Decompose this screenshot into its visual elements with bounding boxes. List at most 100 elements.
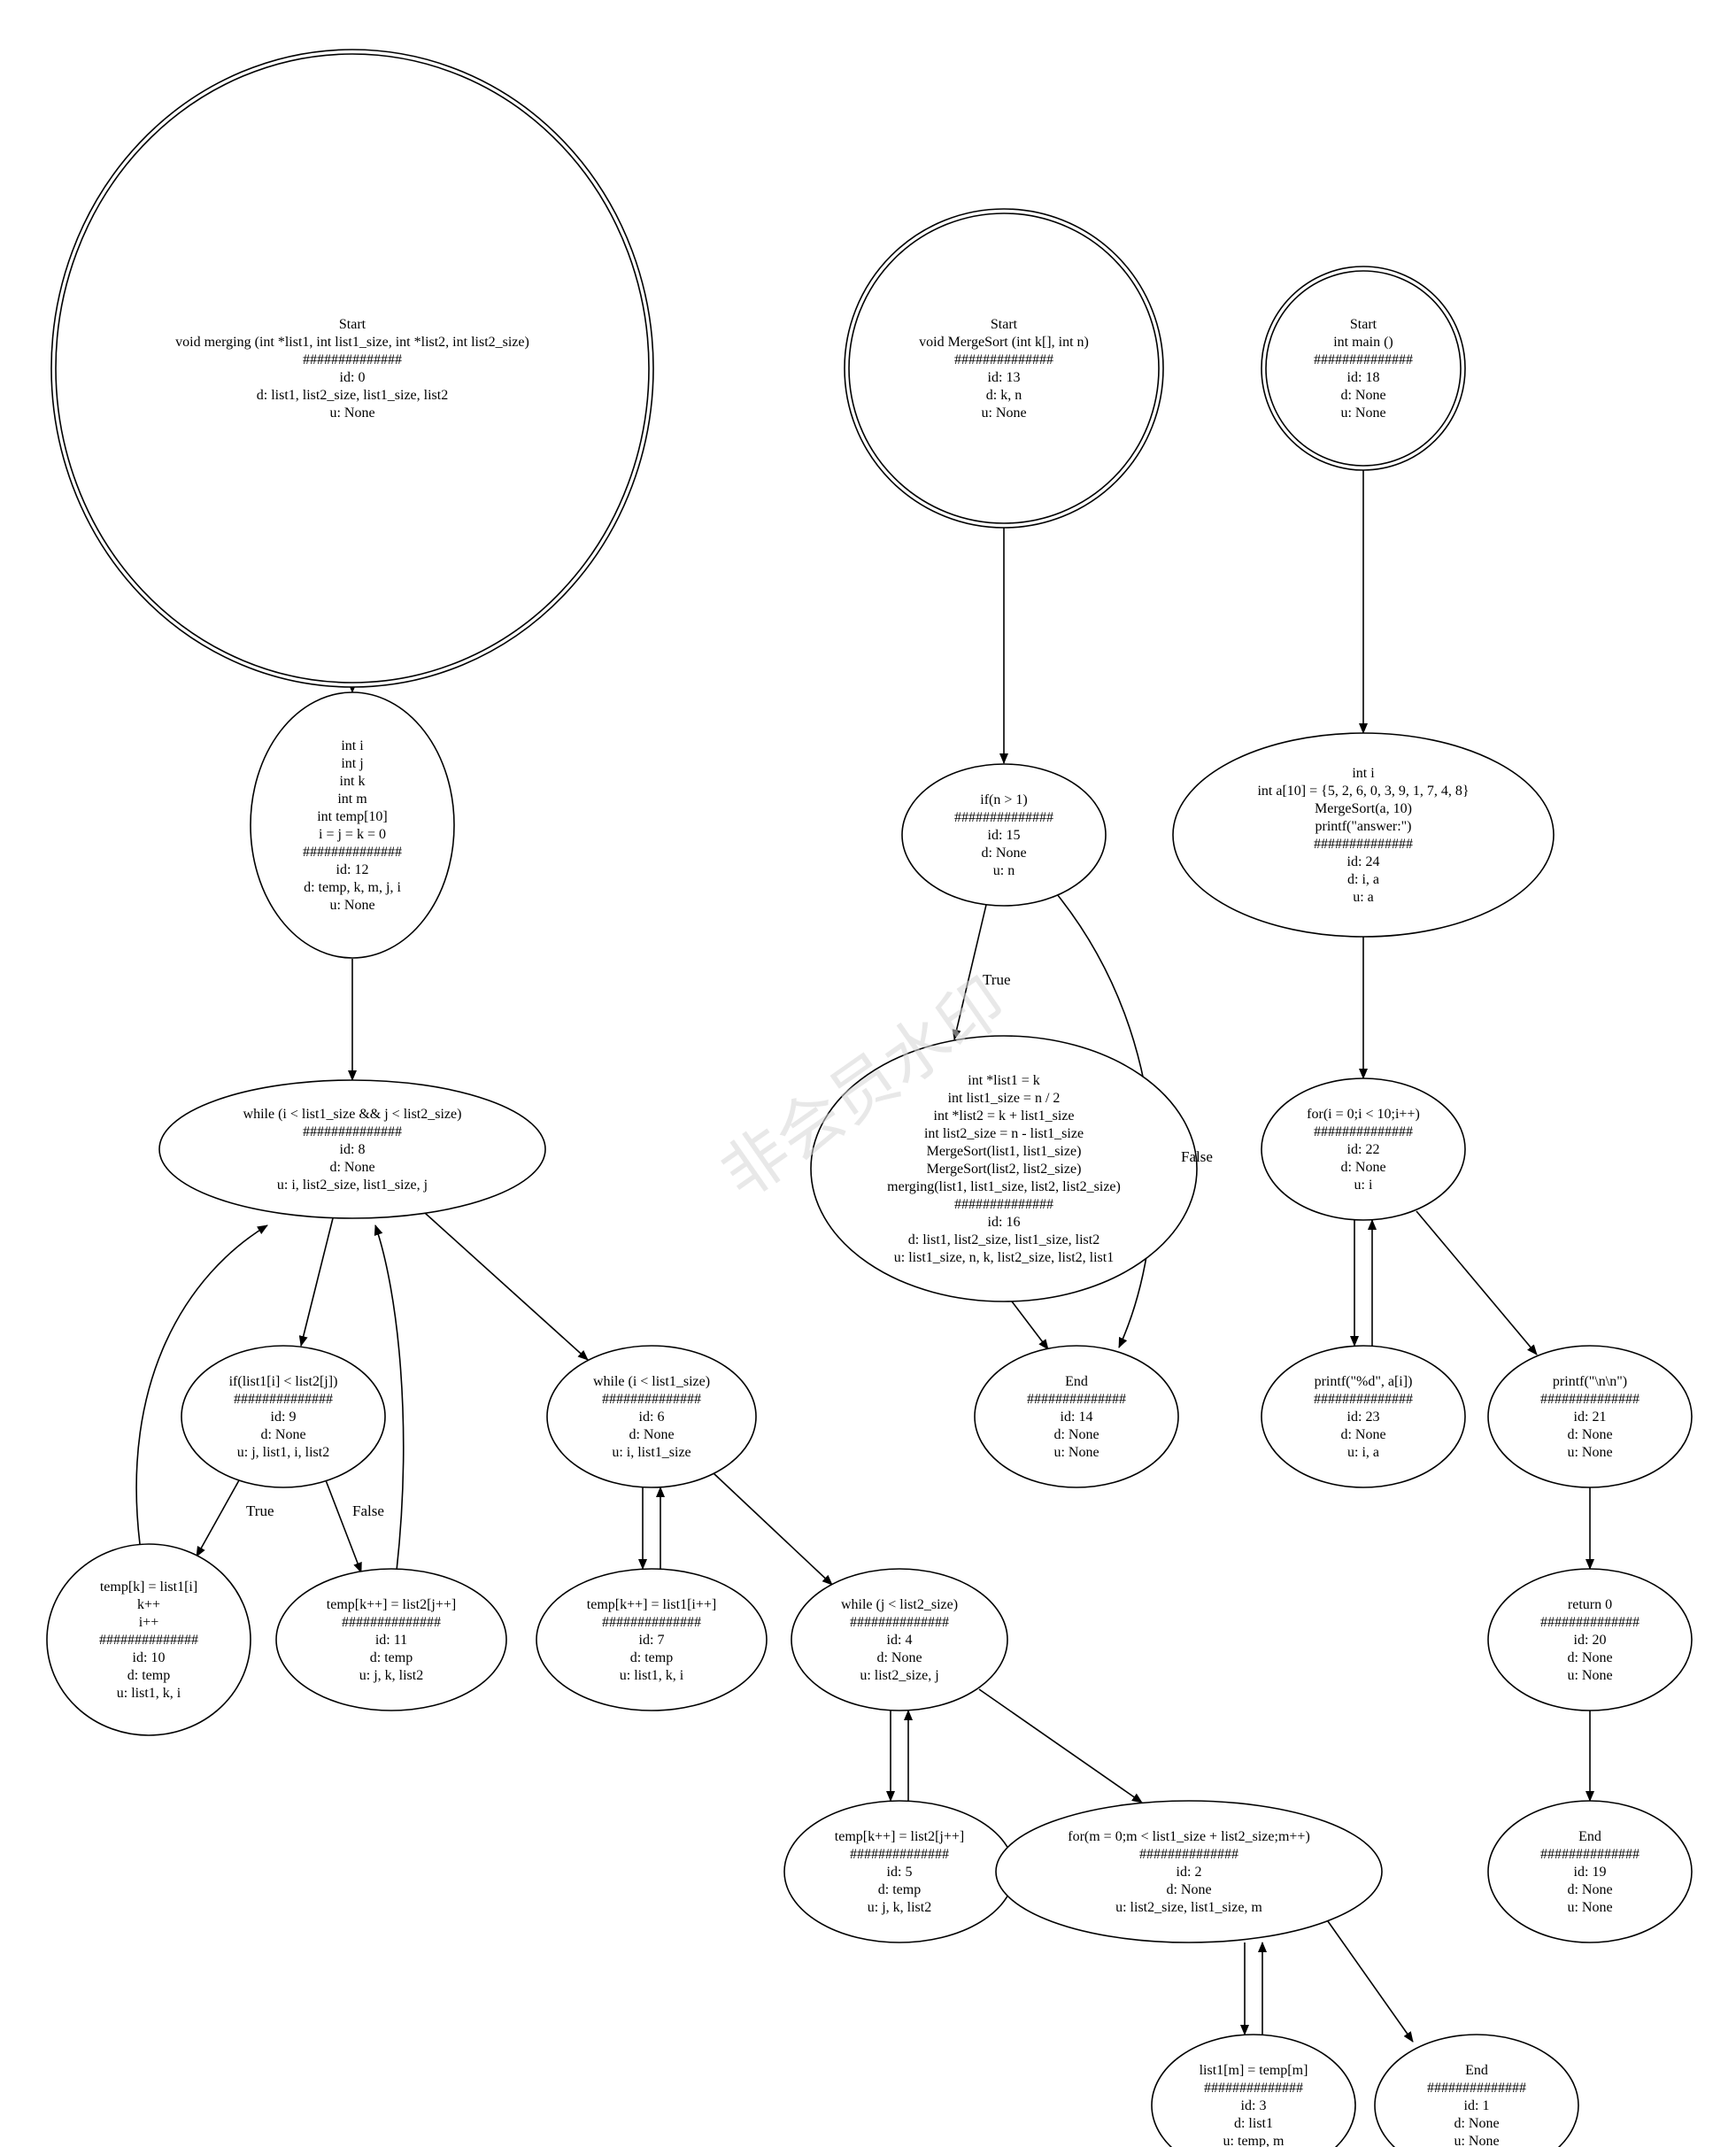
node-text-line: printf("answer:")	[1315, 819, 1411, 834]
node-text-line: d: None	[981, 846, 1026, 861]
node-text-line: u: None	[1340, 405, 1385, 421]
node-text-line: int k	[340, 774, 366, 789]
node-text-line: int list2_size = n - list1_size	[924, 1126, 1084, 1141]
node-text-line: ##############	[1540, 1615, 1640, 1630]
node-text-line: u: None	[981, 405, 1026, 421]
node-text-line: id: 18	[1347, 370, 1380, 385]
node-text-line: int main ()	[1333, 335, 1393, 350]
node-text-line: u: j, k, list2	[868, 1900, 931, 1915]
node-text-line: d: temp	[370, 1650, 413, 1665]
node-text-line: End	[1465, 2063, 1488, 2078]
node-text-line: i = j = k = 0	[319, 827, 386, 842]
node-text-line: id: 12	[336, 862, 369, 877]
edge-2-to-1	[1327, 1920, 1414, 2043]
node-text-line: temp[k++] = list2[j++]	[327, 1597, 456, 1612]
node-text-line: d: None	[1454, 2116, 1499, 2131]
node-inner-border	[55, 53, 650, 683]
node-text-line: Start	[991, 317, 1018, 332]
edge-8-to-9	[298, 1217, 334, 1347]
edge-11-to-8	[374, 1224, 405, 1572]
node-text-line: u: None	[1567, 1445, 1612, 1460]
node-text-line: ##############	[1139, 1847, 1238, 1862]
node-text-line: u: n	[993, 863, 1015, 878]
node-text-line: i++	[139, 1615, 159, 1630]
node-text-line: id: 19	[1574, 1865, 1607, 1880]
node-border	[1374, 2034, 1579, 2147]
node-text-line: while (i < list1_size && j < list2_size)	[243, 1107, 462, 1122]
node-text-line: u: None	[1567, 1900, 1612, 1915]
node-text-line: merging(list1, list1_size, list2, list2_…	[887, 1179, 1121, 1194]
node-text-line: printf("\n\n")	[1553, 1374, 1627, 1389]
node-text-line: d: None	[260, 1427, 305, 1442]
node-text-line: id: 4	[887, 1633, 913, 1648]
edge-10-to-8	[135, 1224, 268, 1545]
node-5: temp[k++] = list2[j++]##############id: …	[783, 1800, 1015, 1943]
node-text-line: printf("%d", a[i])	[1315, 1374, 1413, 1389]
node-text-line: d: None	[329, 1160, 374, 1175]
node-9: if(list1[i] < list2[j])##############id:…	[181, 1345, 386, 1488]
node-border	[250, 691, 455, 959]
node-text-line: ##############	[954, 1197, 1053, 1212]
node-text-line: temp[k++] = list1[i++]	[587, 1597, 716, 1612]
node-inner-border	[848, 212, 1160, 524]
node-border	[1172, 732, 1555, 938]
node-text-line: ##############	[1427, 2081, 1526, 2096]
node-text-line: u: list1, k, i	[620, 1668, 684, 1683]
node-21: printf("\n\n")##############id: 21d: Non…	[1487, 1345, 1693, 1488]
node-text-line: id: 0	[340, 370, 366, 385]
node-text-line: u: i, list1_size	[612, 1445, 691, 1460]
node-text-line: id: 1	[1464, 2098, 1490, 2113]
node-text-line: Start	[1350, 317, 1377, 332]
edge-label-false: False	[1181, 1148, 1213, 1165]
node-text-line: id: 8	[340, 1142, 366, 1157]
node-text-line: id: 22	[1347, 1142, 1380, 1157]
node-text-line: k++	[137, 1597, 160, 1612]
node-text-line: id: 13	[988, 370, 1021, 385]
node-text-line: u: None	[329, 405, 374, 421]
node-text-line: d: None	[1053, 1427, 1099, 1442]
node-border	[810, 1035, 1198, 1302]
node-text-line: list1[m] = temp[m]	[1200, 2063, 1308, 2078]
node-8: while (i < list1_size && j < list2_size)…	[158, 1079, 546, 1219]
node-text-line: u: temp, m	[1223, 2134, 1285, 2147]
node-text-line: ##############	[954, 352, 1053, 367]
node-text-line: d: None	[1340, 1160, 1385, 1175]
node-text-line: temp[k] = list1[i]	[100, 1579, 197, 1595]
edge-9-to-10	[196, 1479, 240, 1557]
node-23: printf("%d", a[i])##############id: 23d:…	[1261, 1345, 1466, 1488]
node-text-line: d: None	[876, 1650, 922, 1665]
edge-6-to-4	[713, 1472, 833, 1586]
node-text-line: d: temp	[630, 1650, 673, 1665]
node-text-line: ##############	[954, 810, 1053, 825]
node-text-line: int i	[1352, 766, 1375, 781]
node-text-line: id: 9	[271, 1409, 297, 1425]
node-text-line: id: 2	[1177, 1865, 1202, 1880]
node-text-line: int m	[337, 792, 367, 807]
node-text-line: while (i < list1_size)	[593, 1374, 710, 1389]
node-text-line: MergeSort(list2, list2_size)	[927, 1162, 1082, 1177]
node-border	[1487, 1345, 1693, 1488]
node-text-line: d: None	[629, 1427, 674, 1442]
node-border	[158, 1079, 546, 1219]
node-text-line: int *list2 = k + list1_size	[934, 1108, 1075, 1124]
node-text-line: d: list1, list2_size, list1_size, list2	[908, 1232, 1099, 1247]
node-text-line: id: 20	[1574, 1633, 1607, 1648]
node-1: End ############## id: 1 d: None u: None	[1374, 2034, 1579, 2147]
node-text-line: u: i	[1354, 1178, 1373, 1193]
node-border	[1487, 1568, 1693, 1711]
node-text-line: ##############	[303, 1124, 402, 1139]
edge-label-true: True	[246, 1502, 274, 1519]
node-text-line: id: 11	[375, 1633, 407, 1648]
node-text-line: u: None	[1454, 2134, 1499, 2147]
node-text-line: d: None	[1567, 1882, 1612, 1897]
node-text-line: ##############	[303, 845, 402, 860]
node-text-line: int j	[341, 756, 363, 771]
